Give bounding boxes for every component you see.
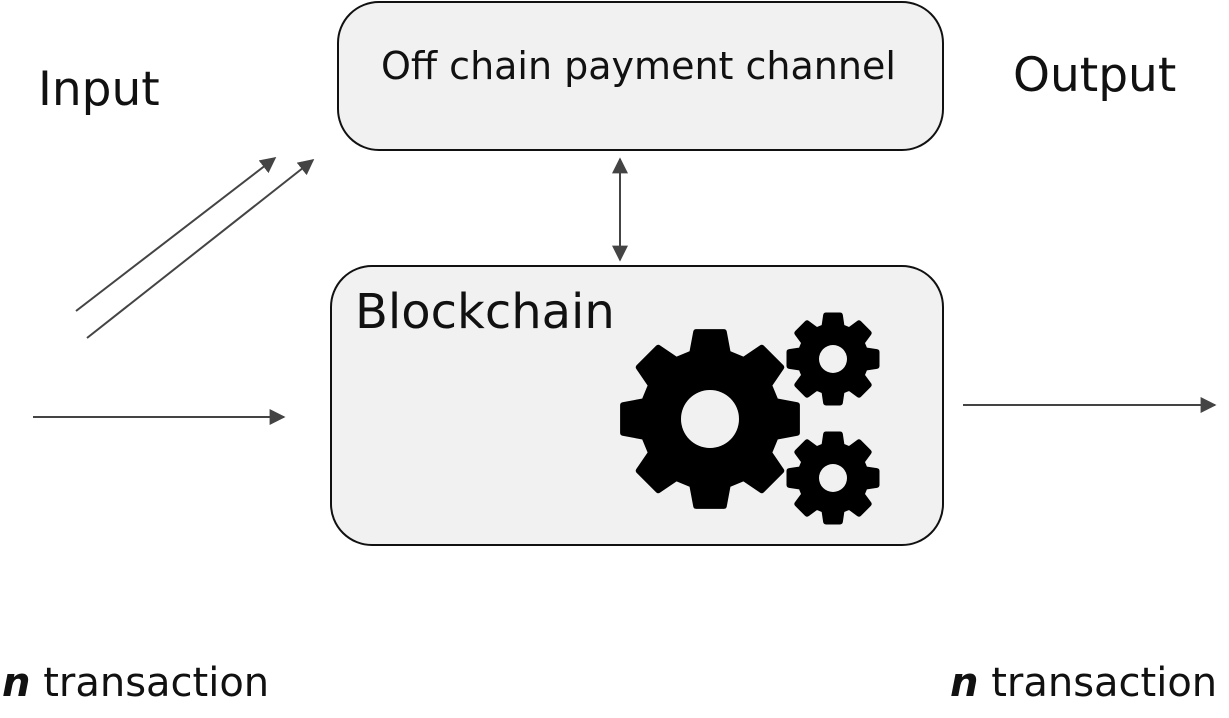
transaction-word: transaction	[30, 660, 270, 706]
gear-hole	[681, 390, 739, 448]
gear-hole	[819, 345, 847, 373]
input-transaction-count: n transaction	[2, 663, 269, 703]
transaction-count-n: n	[950, 660, 979, 706]
offchain-payment-channel-box: Off chain payment channel	[337, 1, 944, 151]
output-transaction-count: n transaction	[950, 663, 1217, 703]
input-arrow-diagonal-1	[75, 157, 277, 312]
gears-icon	[620, 312, 880, 525]
gear-hole	[819, 464, 847, 492]
transaction-word: transaction	[978, 660, 1218, 706]
input-label: Input	[38, 62, 160, 117]
offchain-label: Off chain payment channel	[381, 44, 896, 88]
blockchain-label: Blockchain	[355, 284, 615, 340]
transaction-count-n: n	[2, 660, 31, 706]
blockchain-box: Blockchain	[330, 265, 944, 546]
input-arrow-diagonal-2	[86, 159, 315, 339]
output-label: Output	[1013, 48, 1177, 103]
small-gear-icon	[786, 431, 880, 525]
small-gear-icon	[786, 312, 880, 406]
large-gear-icon	[620, 329, 800, 509]
